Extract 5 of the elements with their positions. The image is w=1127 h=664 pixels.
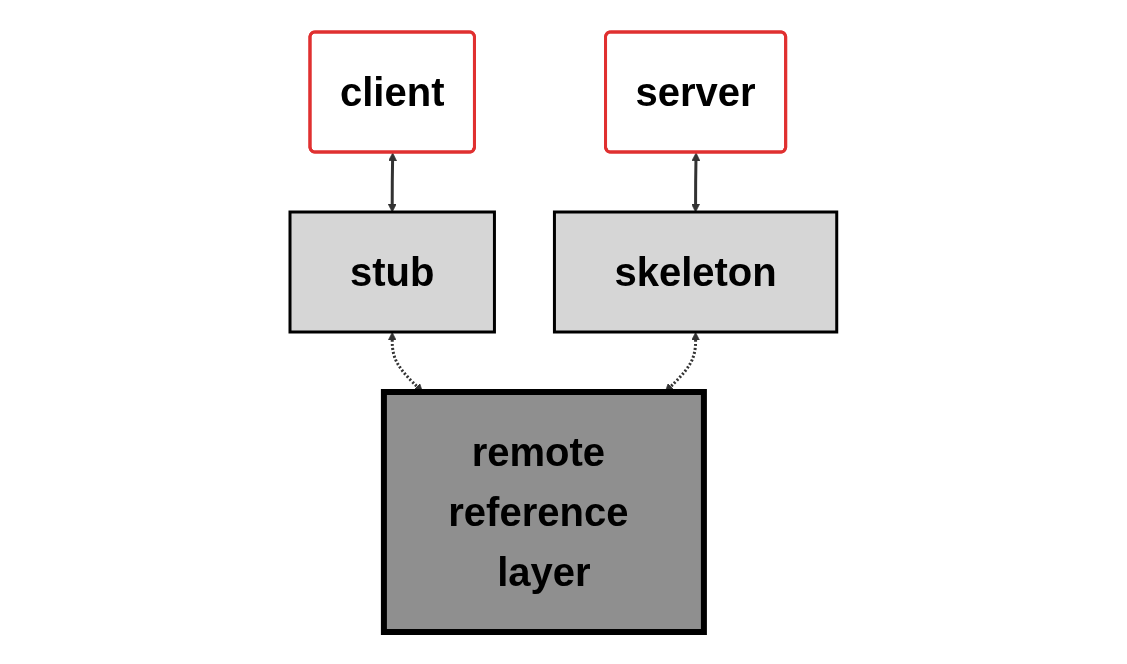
node-box: stub bbox=[288, 210, 497, 334]
node-box: skeleton bbox=[553, 210, 839, 334]
arrow bbox=[387, 152, 398, 213]
arrow bbox=[691, 152, 701, 213]
node-box: remote reference layer bbox=[381, 389, 708, 635]
